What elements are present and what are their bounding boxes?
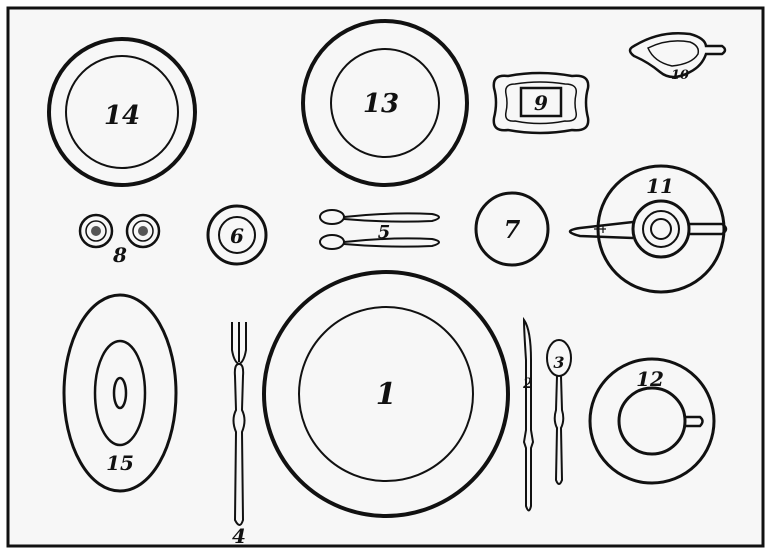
- label-dinner-plate: 1: [376, 377, 397, 412]
- label-bread-plate: 6: [230, 224, 244, 248]
- label-salt-and-pepper: 8: [112, 243, 127, 267]
- label-spoon: 3: [553, 353, 564, 372]
- label-plate-top-left: 14: [104, 101, 140, 131]
- label-rectangular-dish: 9: [534, 91, 548, 115]
- label-knife: 2: [522, 376, 533, 392]
- label-plate-top-center: 13: [363, 89, 399, 119]
- label-fork: 4: [232, 524, 246, 548]
- label-gravy-boat: 10: [671, 68, 689, 83]
- label-teapot: 11: [646, 174, 674, 198]
- label-small-spoons: 5: [378, 222, 391, 243]
- label-cup: 12: [636, 367, 664, 391]
- label-oval-platter: 15: [106, 451, 134, 475]
- label-small-plate: 7: [504, 215, 521, 244]
